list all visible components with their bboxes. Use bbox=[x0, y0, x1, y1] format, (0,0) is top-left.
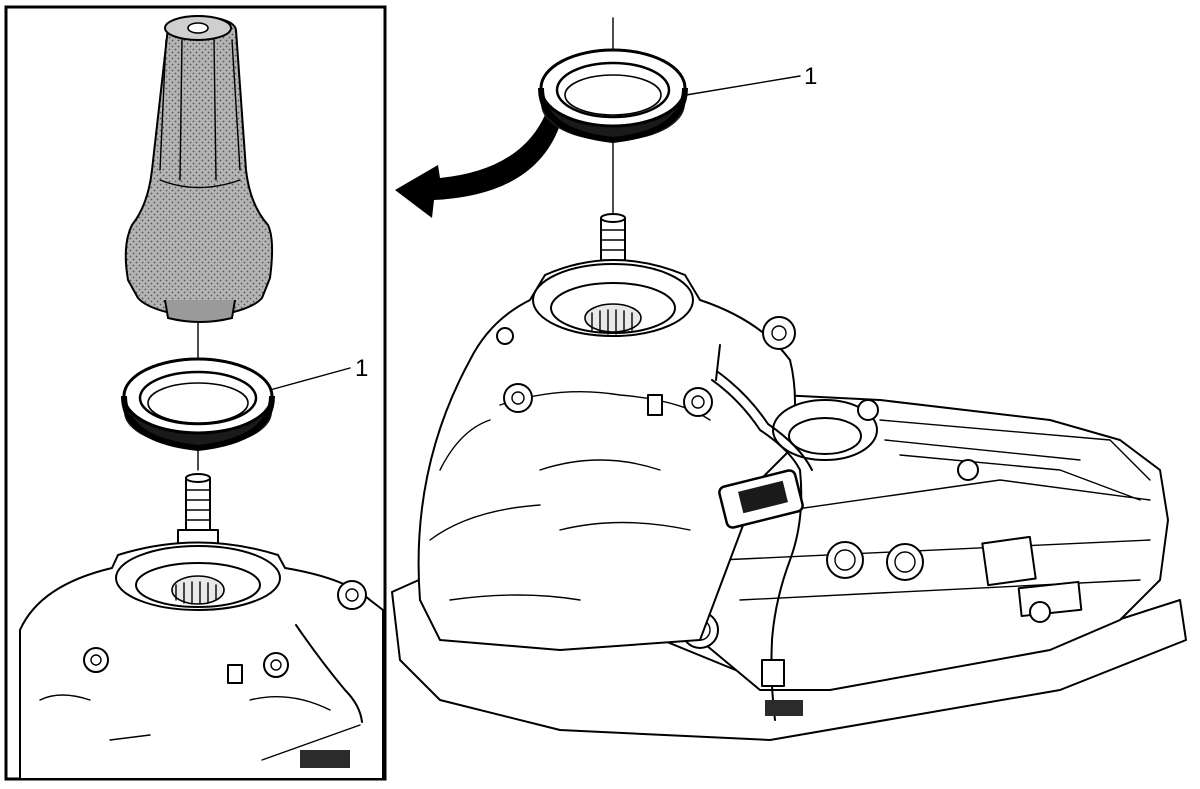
transmission-assembly bbox=[391, 213, 1187, 741]
main-seal-icon bbox=[538, 48, 688, 144]
electrical-connector bbox=[718, 469, 804, 529]
inset-transmission-housing bbox=[19, 541, 384, 780]
inset-leader-line bbox=[269, 367, 351, 391]
direction-arrow-icon bbox=[395, 115, 560, 218]
inset-seal-icon bbox=[121, 357, 275, 452]
inset-callout-label: 1 bbox=[355, 355, 368, 382]
main-callout-label: 1 bbox=[804, 63, 817, 90]
bell-housing bbox=[417, 259, 796, 651]
wiring-harness bbox=[711, 379, 803, 721]
seal-installer-tool bbox=[124, 14, 274, 323]
inset-panel: 1 bbox=[4, 5, 387, 781]
main-leader-line bbox=[685, 75, 801, 96]
